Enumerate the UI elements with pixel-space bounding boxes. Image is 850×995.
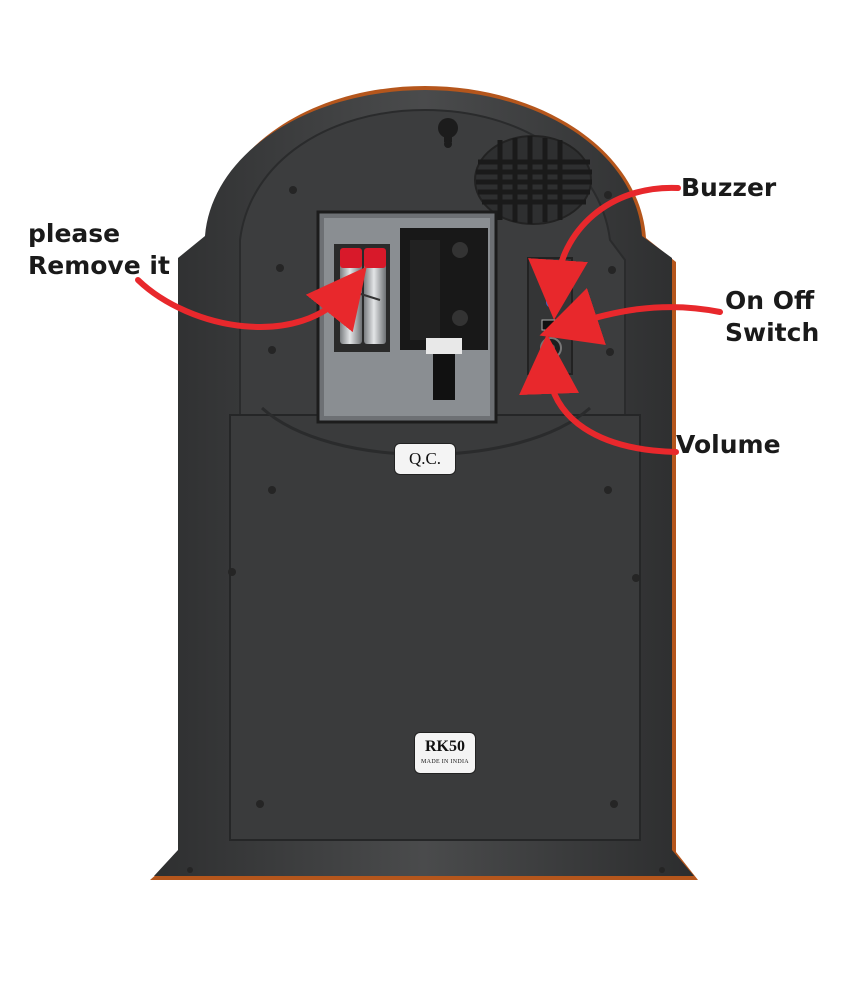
qc-text: Q.C. (408, 449, 442, 468)
arrow-volume (519, 334, 679, 455)
model-text: RK50 (425, 738, 465, 755)
speaker-grille (474, 135, 592, 225)
keyhole-icon (438, 118, 458, 148)
lower-cover-plate (229, 414, 641, 841)
screw-holes (187, 186, 665, 873)
on-off-switch (541, 319, 557, 331)
callout-buzzer: Buzzer (681, 172, 776, 204)
clock-movement (400, 228, 488, 400)
callout-volume-text: Volume (676, 430, 781, 459)
callout-remove-line2: Remove it (28, 251, 170, 280)
arrow-remove (135, 266, 367, 333)
origin-text: MADE IN INDIA (421, 759, 469, 765)
callout-buzzer-text: Buzzer (681, 173, 777, 202)
callout-volume: Volume (676, 429, 781, 461)
buzzer-led (546, 296, 558, 308)
arrow-buzzer (528, 184, 681, 320)
callout-switch-line1: On Off (725, 286, 815, 315)
qc-sticker: Q.C. (394, 443, 456, 475)
model-sticker: RK50 MADE IN INDIA (414, 732, 476, 774)
arrow-switch (539, 288, 723, 345)
volume-knob (540, 337, 562, 359)
callout-remove: please Remove it (28, 218, 170, 282)
callout-remove-line1: please (28, 219, 121, 248)
callout-switch: On Off Switch (725, 285, 819, 349)
callout-switch-line2: Switch (725, 318, 820, 347)
annotation-arrows (135, 184, 723, 455)
